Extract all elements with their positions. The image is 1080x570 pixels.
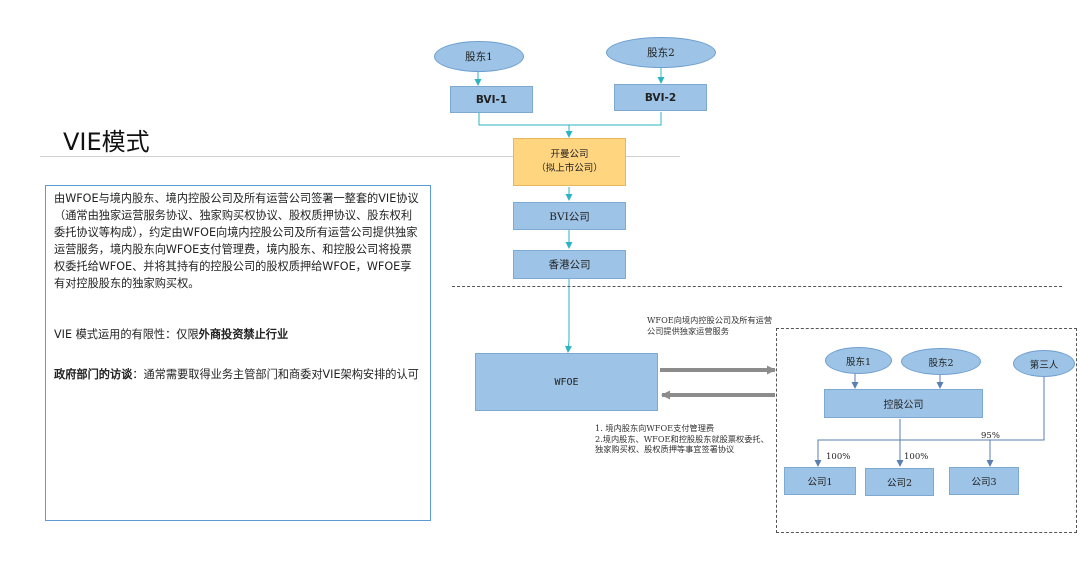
holding-company-node: 控股公司 xyxy=(824,389,983,418)
limitation-industry: 外商投资禁止行业 xyxy=(198,328,289,341)
agreement-note-1: 1. 境内股东向WFOE支付管理费 xyxy=(595,423,715,433)
ownership-pct-company2: 100% xyxy=(904,452,929,462)
domestic-structure-boundary xyxy=(776,328,1077,533)
company-2-node: 公司2 xyxy=(865,468,934,496)
ownership-pct-company1: 100% xyxy=(826,452,851,462)
bvi2-merge-connector xyxy=(569,112,662,126)
parent-name: 开曼公司 xyxy=(550,149,589,160)
title-divider xyxy=(40,156,680,157)
holding-to-company1-connector xyxy=(814,439,900,467)
hk-company-node: 香港公司 xyxy=(513,250,626,279)
shareholder-2-node: 股东2 xyxy=(606,37,716,68)
domestic-shareholder-1-node: 股东1 xyxy=(825,347,892,374)
agreement-note-2: 2.境内股东、WFOE和控股股东就股票权委托、独家购买权、股权质押等事宜签署协议 xyxy=(595,433,769,455)
domestic-shareholder-2-node: 股东2 xyxy=(901,348,981,375)
bvi2-node: BVI-2 xyxy=(614,84,707,111)
company-1-node: 公司1 xyxy=(784,467,856,495)
bvi1-node: BVI-1 xyxy=(450,86,533,113)
parent-subtitle: （拟上市公司） xyxy=(536,163,603,174)
service-note: WFOE向境内控股公司及所有运营公司提供独家运营服务 xyxy=(647,315,773,336)
shareholder-1-node: 股东1 xyxy=(434,41,524,72)
government-interview: 政府部门的访谈：通常需要取得业务主管部门和商委对VIE架构安排的认可 xyxy=(54,366,422,383)
gov-interview-text: ：通常需要取得业务主管部门和商委对VIE架构安排的认可 xyxy=(132,368,419,381)
wfoe-node: WFOE xyxy=(475,353,658,411)
description-panel: 由WFOE与境内股东、境内控股公司及所有运营公司签署一整套的VIE协议（通常由独… xyxy=(45,185,431,521)
page-title: VIE模式 xyxy=(63,128,150,156)
vie-description: 由WFOE与境内股东、境内控股公司及所有运营公司签署一整套的VIE协议（通常由独… xyxy=(54,192,419,290)
cayman-parent-node: 开曼公司 （拟上市公司） xyxy=(513,138,626,186)
gov-interview-label: 政府部门的访谈 xyxy=(54,368,133,381)
limitation-label: VIE 模式运用的有限性：仅限 xyxy=(54,328,199,341)
vie-limitation: VIE 模式运用的有限性：仅限外商投资禁止行业 xyxy=(54,326,422,343)
third-party-to-company3-connector xyxy=(986,375,1045,467)
bvi-company-node: BVI公司 xyxy=(513,202,626,230)
ownership-pct-company3: 95% xyxy=(981,431,1000,441)
agreement-notes: 1. 境内股东向WFOE支付管理费 2.境内股东、WFOE和控股股东就股票权委托… xyxy=(595,423,775,455)
company-3-node: 公司3 xyxy=(949,467,1019,495)
bvi1-merge-connector xyxy=(478,113,569,126)
border-separator-line xyxy=(452,286,1062,287)
hk-to-wfoe-connector xyxy=(565,279,572,353)
third-party-node: 第三人 xyxy=(1013,350,1075,377)
